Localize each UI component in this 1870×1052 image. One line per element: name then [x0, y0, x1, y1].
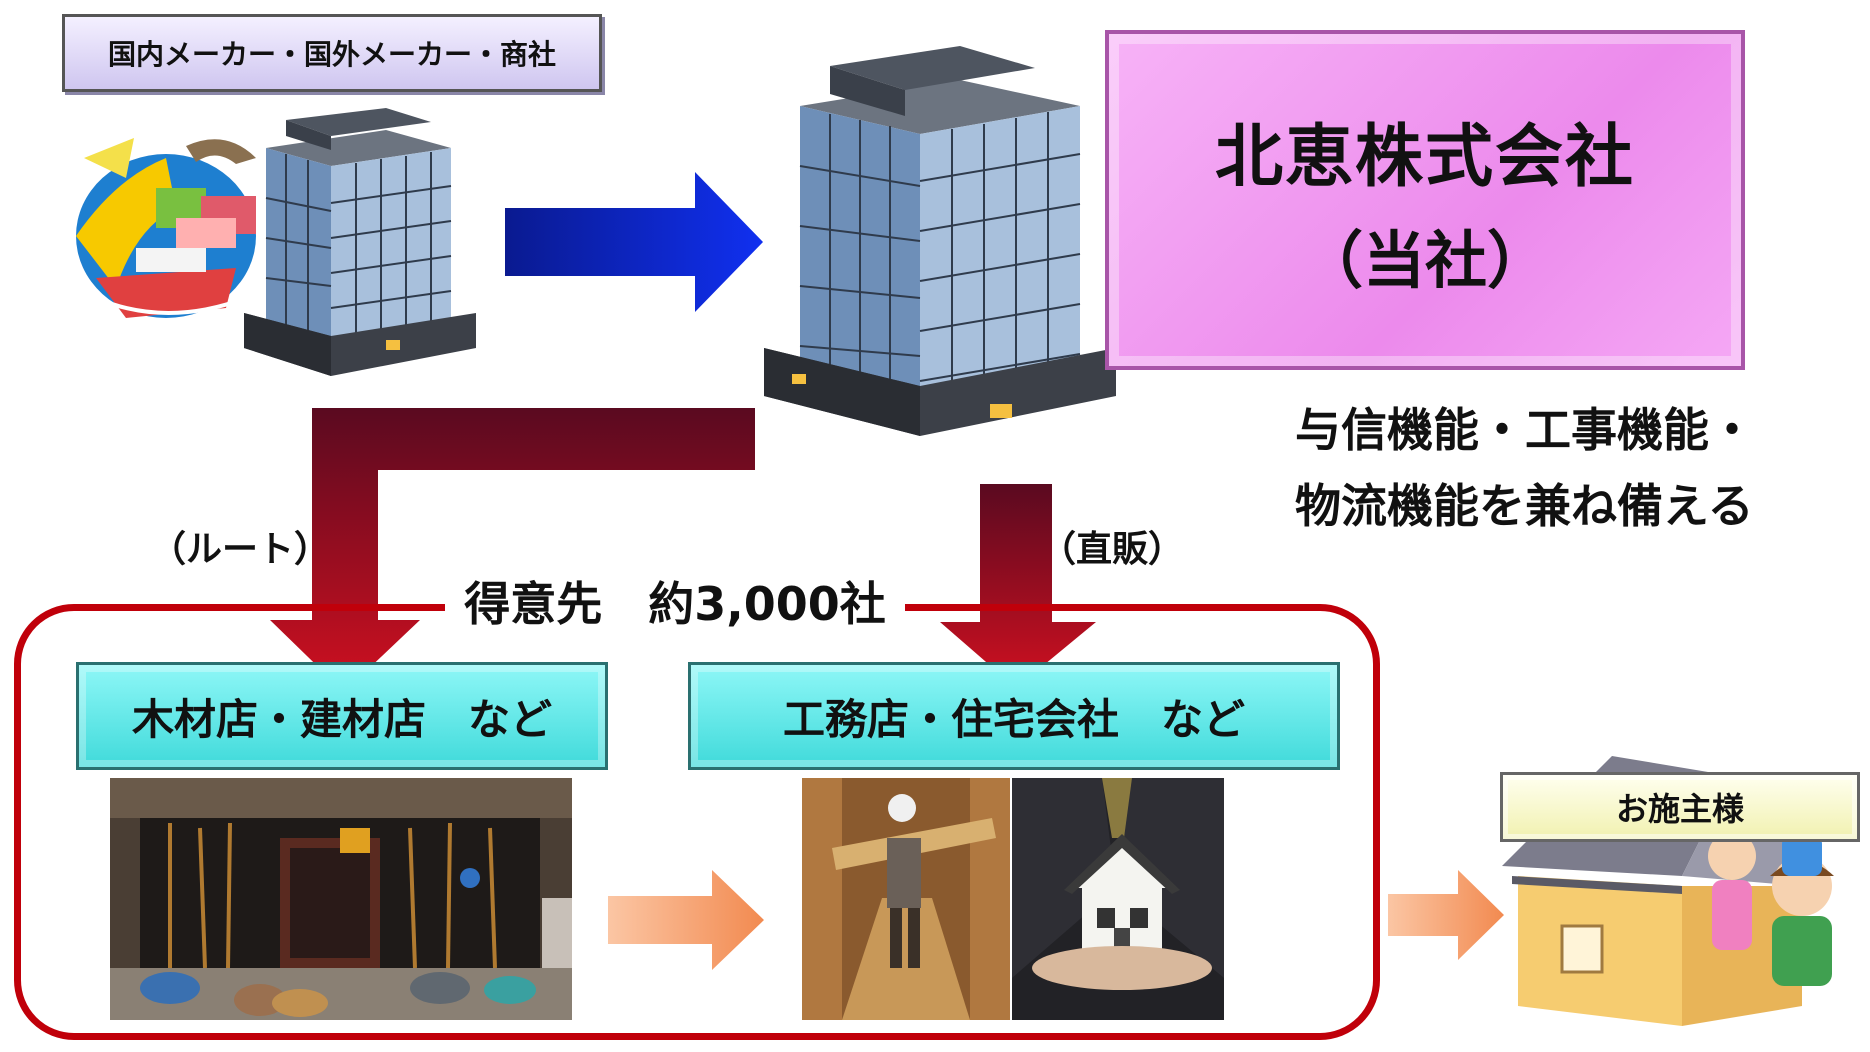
direct-arrow-icon — [940, 484, 1096, 688]
makers-label: 国内メーカー・国外メーカー・商社 — [62, 14, 602, 92]
route-arrow-icon — [270, 408, 755, 692]
client-label: お施主様 — [1500, 772, 1860, 842]
lumber-store-label: 木材店・建材店 など — [76, 662, 608, 770]
customers-label: 得意先 約3,000社 — [445, 566, 905, 636]
carpenter-photo — [802, 778, 1010, 1020]
orange-arrow-1-icon — [608, 870, 764, 970]
functions-text: 与信機能・工事機能・ 物流機能を兼ね備える — [1295, 392, 1865, 544]
direct-label: （直販） — [1040, 529, 1185, 570]
maker-building-icon — [244, 108, 476, 376]
builders-label: 工務店・住宅会社 など — [688, 662, 1340, 770]
house-in-hands-photo — [1012, 778, 1224, 1020]
hardware-store-photo — [110, 778, 572, 1020]
shipping-globe-icon — [76, 138, 256, 318]
route-label: （ルート） — [150, 529, 331, 570]
company-building-icon — [764, 46, 1116, 436]
blue-arrow-icon — [505, 172, 763, 312]
company-name: 北恵株式会社 — [1214, 117, 1635, 197]
company-sub: （当社） — [1300, 223, 1549, 297]
functions-line-1: 与信機能・工事機能・ — [1295, 403, 1755, 457]
functions-line-2: 物流機能を兼ね備える — [1295, 479, 1754, 533]
company-label-box: 北恵株式会社 （当社） — [1105, 30, 1745, 370]
orange-arrow-2-icon — [1388, 870, 1504, 960]
